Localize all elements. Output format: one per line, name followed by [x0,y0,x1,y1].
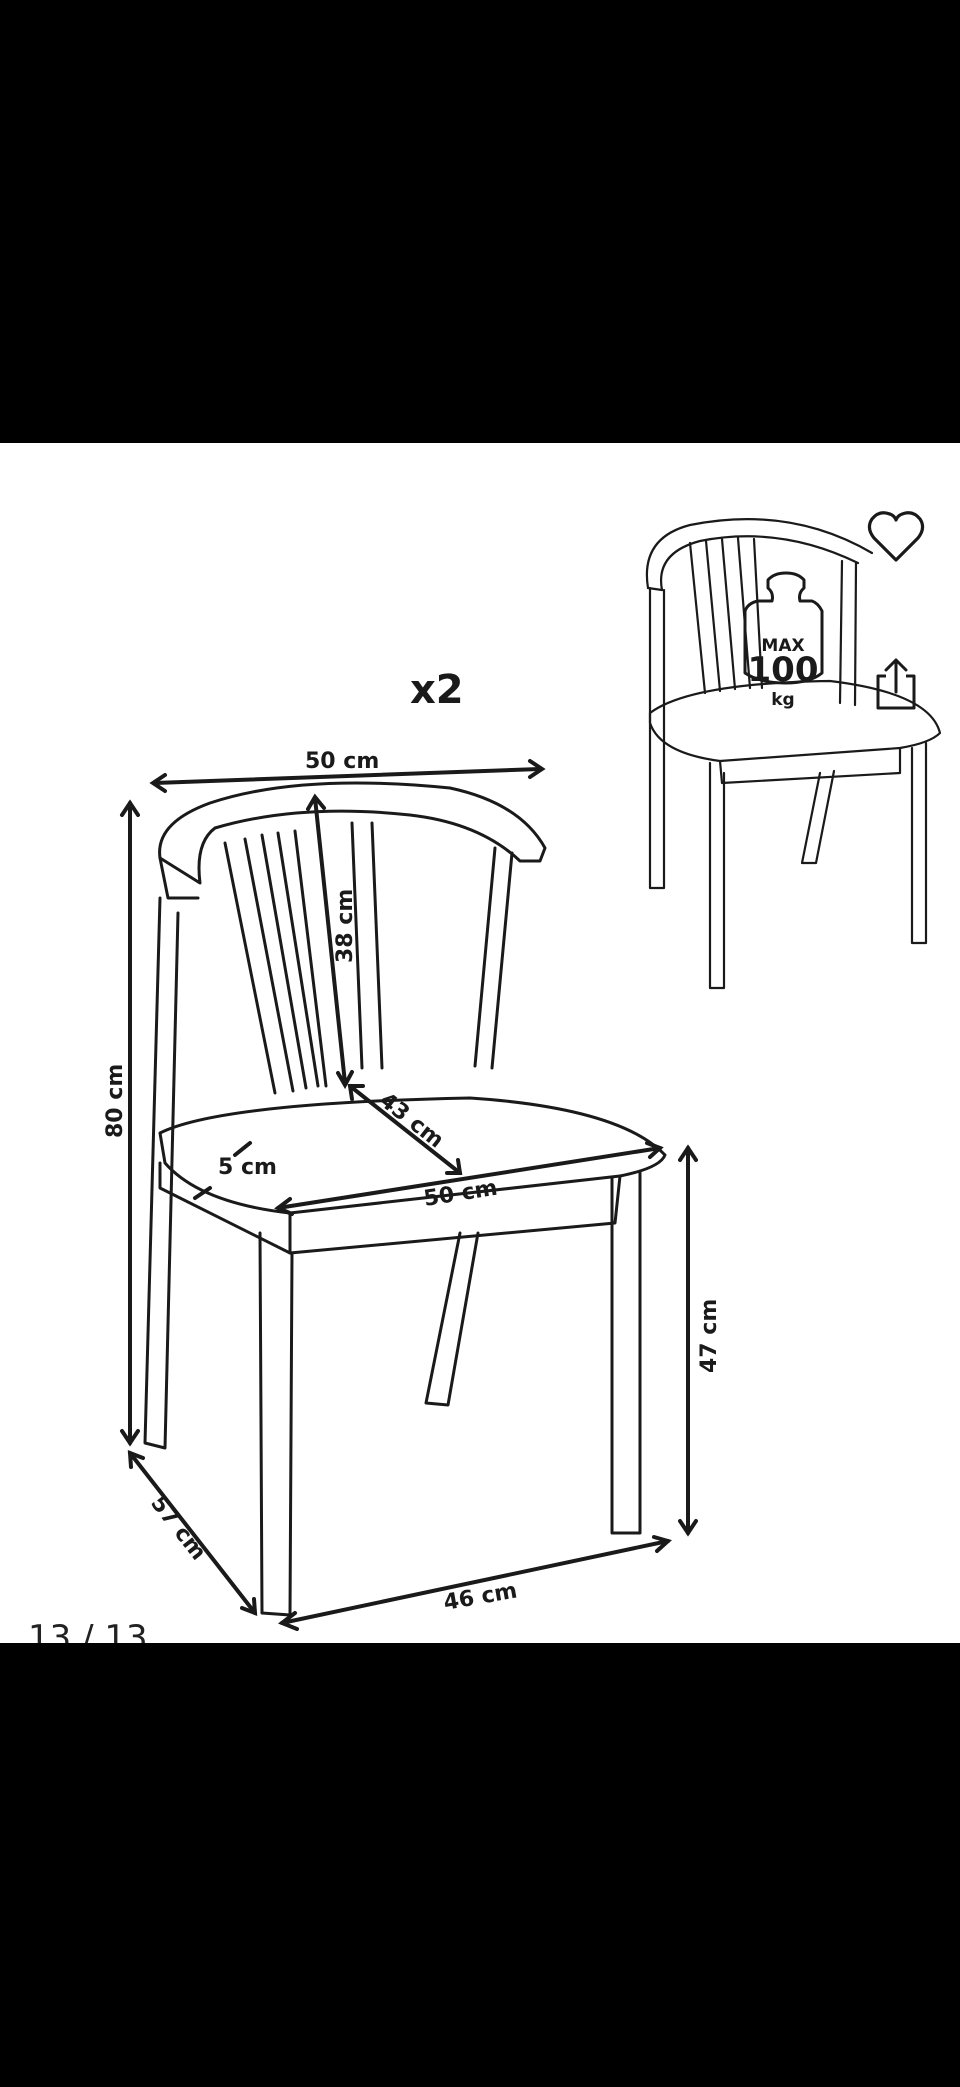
dim-seat-thickness: 5 cm [218,1155,277,1180]
dim-depth-base: 57 cm [145,1491,210,1565]
dim-width-top: 50 cm [305,749,379,774]
dim-seat-width: 50 cm [422,1176,499,1212]
share-icon [876,658,916,710]
dim-backrest-height: 38 cm [333,889,358,963]
dim-width-base: 46 cm [442,1578,519,1616]
small-chair-illustration: MAX 100 kg [645,518,942,990]
favorite-button[interactable] [864,504,928,568]
weight-value-label: 100 [748,650,819,690]
main-chair-illustration [143,781,667,1617]
product-image[interactable]: MAX 100 kg x2 [0,443,960,1643]
max-weight-icon: MAX 100 kg [743,571,824,710]
weight-unit-label: kg [771,690,794,710]
quantity-label: x2 [410,667,464,713]
weight-max-label: MAX [761,636,804,656]
dim-seat-height: 47 cm [697,1299,722,1373]
image-counter: 13 / 13 [28,1618,148,1643]
share-button[interactable] [864,652,928,716]
dim-height-total: 80 cm [103,1064,128,1138]
chair-dimension-drawing: MAX 100 kg x2 [103,518,942,1631]
heart-outline-icon [867,511,925,562]
